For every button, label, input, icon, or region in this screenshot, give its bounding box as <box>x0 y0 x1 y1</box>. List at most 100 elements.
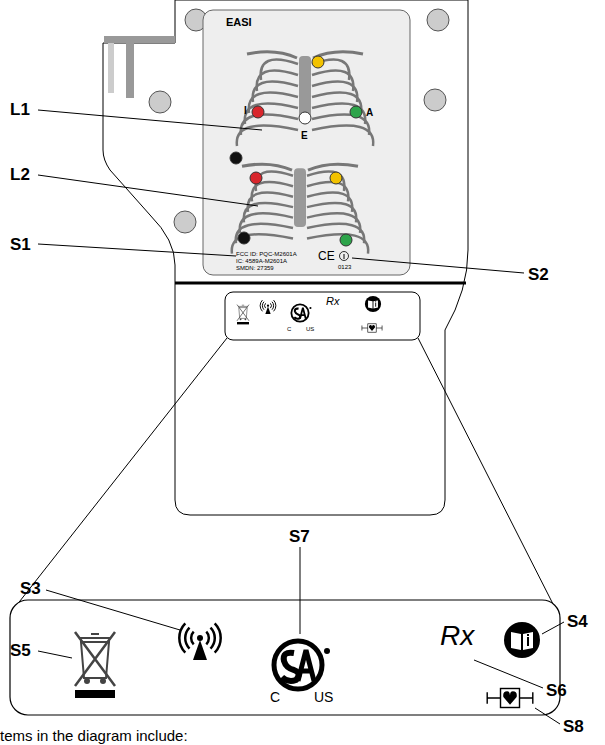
callout-label: S4 <box>567 613 588 630</box>
symbol-part <box>193 640 207 660</box>
symbol-part <box>309 307 311 309</box>
rib <box>307 234 368 253</box>
symbol-part <box>211 628 215 649</box>
callout-label: L1 <box>10 101 30 118</box>
symbol-part <box>274 641 322 689</box>
rx-symbol: Rx <box>440 622 474 650</box>
symbol-part <box>282 653 299 681</box>
callout-label: S2 <box>528 266 549 283</box>
rx-symbol: Rx <box>326 296 339 307</box>
screw <box>174 211 196 233</box>
symbol-part <box>237 305 249 321</box>
electrode-dot <box>230 152 242 164</box>
callout-label: S1 <box>10 236 31 253</box>
belt-clip <box>104 36 175 43</box>
type-cf-symbol <box>487 689 533 708</box>
symbol-part <box>185 628 189 649</box>
symbol-part <box>375 301 377 303</box>
electrode-dot <box>250 172 262 184</box>
regulatory-id: FCC ID: PQC-M2601A <box>236 251 297 257</box>
callout-label: L2 <box>10 166 30 183</box>
callout-label: S3 <box>20 580 41 597</box>
symbol-part <box>527 637 529 646</box>
notified-body-number: 0123 <box>338 264 351 270</box>
symbol-part <box>503 691 517 704</box>
electrode-dot <box>340 234 352 246</box>
symbol-part <box>270 303 272 308</box>
screw <box>149 91 171 113</box>
callout-label: S8 <box>563 718 584 735</box>
ce-mark: CE <box>318 250 335 262</box>
belt-clip <box>108 43 114 93</box>
electrode-dot <box>312 56 324 68</box>
symbol-part <box>375 303 377 307</box>
symbol-part <box>504 622 540 658</box>
electrode-dot <box>299 112 311 124</box>
device <box>103 0 468 515</box>
manual-symbol <box>504 622 540 658</box>
symbol-part <box>79 634 111 678</box>
callout-label: S7 <box>289 528 310 545</box>
symbol-part <box>84 678 90 684</box>
panel-title: EASI <box>226 17 252 28</box>
symbol-part <box>215 623 221 652</box>
symbol-part <box>264 303 266 308</box>
csa-mark-text: US <box>314 690 333 704</box>
csa-mark <box>274 641 330 689</box>
symbol-part <box>262 302 264 310</box>
leader-line <box>46 590 180 630</box>
leader-line <box>474 660 543 688</box>
leader-line <box>542 622 564 634</box>
symbol-part <box>267 305 269 307</box>
radio-symbol <box>260 300 276 314</box>
symbol-part <box>298 650 314 681</box>
electrode-dot <box>330 172 342 184</box>
symbol-part <box>365 296 381 312</box>
symbol-part <box>291 304 308 321</box>
symbol-part <box>75 632 115 686</box>
electrode-label-panel <box>203 10 410 275</box>
leader-line <box>38 651 72 658</box>
symbol-part <box>527 634 529 636</box>
symbol-part <box>237 322 249 324</box>
csa-mark-text: US <box>306 326 314 332</box>
regulatory-id: SMDN: 27359 <box>236 265 274 271</box>
symbol-part <box>511 632 533 650</box>
symbol-part <box>75 690 115 698</box>
leader-line <box>38 244 236 256</box>
lead-letter: E <box>301 131 308 141</box>
symbol-part <box>300 308 306 319</box>
divider-line <box>175 282 466 285</box>
leader-line <box>352 258 524 273</box>
weee-symbol <box>75 632 115 698</box>
csa-mark-text: C <box>270 690 280 704</box>
symbol-part <box>324 648 330 654</box>
sternum <box>299 56 311 118</box>
symbol-part <box>238 305 248 318</box>
electrode-dot <box>350 106 362 118</box>
symbol-label-enlarged <box>10 600 560 715</box>
info-mark <box>340 252 349 261</box>
belt-clip <box>126 36 134 98</box>
ribcage <box>232 164 368 254</box>
symbol-part <box>368 324 376 332</box>
leader-line <box>38 110 262 130</box>
caption-fragment: tems in the diagram include: <box>0 728 188 743</box>
symbol-part <box>274 300 276 311</box>
symbol-part <box>260 300 262 311</box>
zoom-line <box>16 338 227 606</box>
symbol-part <box>368 300 378 308</box>
symbol-part <box>100 678 106 684</box>
sternum <box>294 168 306 227</box>
rib <box>312 126 373 146</box>
csa-mark <box>291 304 311 321</box>
electrode-dot <box>252 106 264 118</box>
symbol-label-small <box>225 292 420 340</box>
screw <box>427 9 449 31</box>
electrode-dot <box>238 232 250 244</box>
symbol-part <box>245 318 247 320</box>
zoom-line <box>418 338 554 606</box>
callout-label: S6 <box>546 682 567 699</box>
symbol-part <box>206 632 209 645</box>
